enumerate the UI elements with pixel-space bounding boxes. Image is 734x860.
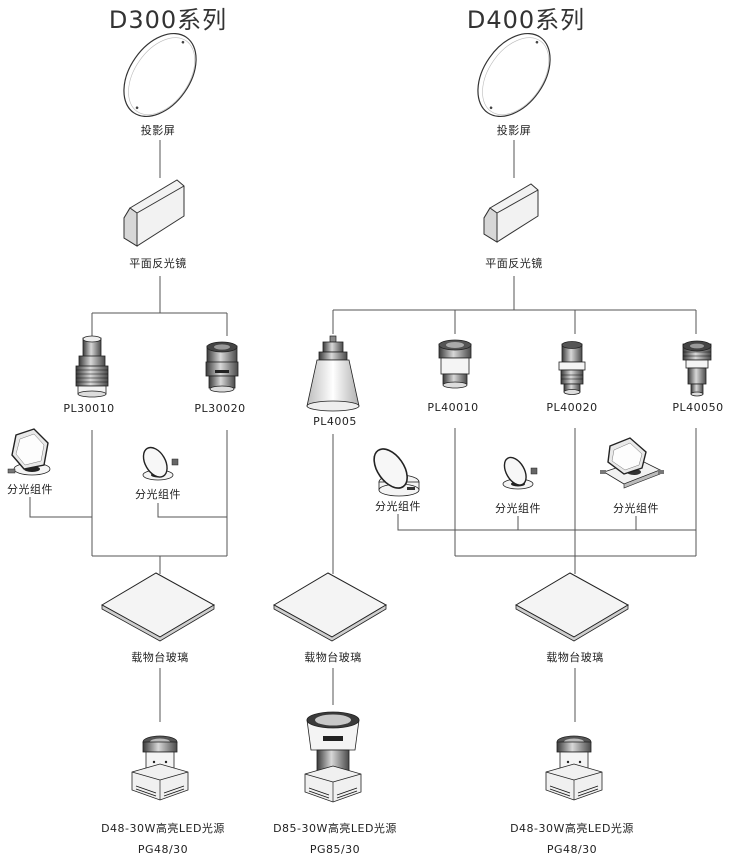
label-projection-screen-d400: 投影屏 [496,124,532,137]
label-stage-glass-d400-right: 载物台玻璃 [546,651,604,664]
label-beam-splitter-d400-left: 分光组件 [375,500,421,513]
beam-splitter-d400-right [600,437,664,489]
label-lens-pl4005: PL4005 [313,415,357,428]
label-beam-splitter-d400-right: 分光组件 [613,502,659,515]
label-beam-splitter-d300-left: 分光组件 [7,483,53,496]
flat-mirror-d300 [123,179,185,247]
lens-pl30010 [75,335,109,398]
label-led-d85-code: PG85/30 [309,843,361,856]
beam-splitter-d400-middle [502,456,538,490]
label-lens-pl40050: PL40050 [672,401,724,414]
label-led-d400-name: D48-30W高亮LED光源 [510,822,634,835]
label-lens-pl30010: PL30010 [63,402,115,415]
label-lens-pl30020: PL30020 [194,402,246,415]
connection-lines [29,140,697,722]
label-projection-screen-d300: 投影屏 [140,124,176,137]
label-stage-glass-d300: 载物台玻璃 [131,651,189,664]
lens-pl40010 [438,339,472,389]
title-d400-series: D400系列 [466,6,586,34]
led-light-source-d300 [131,735,189,801]
title-d300-series: D300系列 [108,6,228,34]
stage-glass-d300 [100,572,216,642]
beam-splitter-d300-left [7,428,51,476]
lens-pl4005 [306,335,360,412]
label-led-d300-name: D48-30W高亮LED光源 [101,822,225,835]
label-led-d300-code: PG48/30 [137,843,189,856]
projection-screen-d300 [123,32,197,118]
projection-screen-d400 [477,32,551,118]
lens-pl40020 [558,341,586,395]
label-led-d85-name: D85-30W高亮LED光源 [273,822,397,835]
label-flat-mirror-d300: 平面反光镜 [129,257,187,270]
lens-pl40050 [682,340,712,397]
lens-pl30020 [205,341,239,393]
label-lens-pl40020: PL40020 [546,401,598,414]
label-lens-pl40010: PL40010 [427,401,479,414]
led-light-source-d85 [304,711,362,803]
label-flat-mirror-d400: 平面反光镜 [485,257,543,270]
stage-glass-d400-right [514,572,630,642]
beam-splitter-d300-right [142,446,179,481]
flat-mirror-d400 [483,183,539,243]
stage-glass-d400-left [272,572,388,642]
led-light-source-d400 [545,735,603,801]
label-beam-splitter-d400-middle: 分光组件 [495,502,541,515]
label-stage-glass-d400-left: 载物台玻璃 [304,651,362,664]
label-beam-splitter-d300-right: 分光组件 [135,488,181,501]
label-led-d400-code: PG48/30 [546,843,598,856]
beam-splitter-d400-left [373,448,420,497]
